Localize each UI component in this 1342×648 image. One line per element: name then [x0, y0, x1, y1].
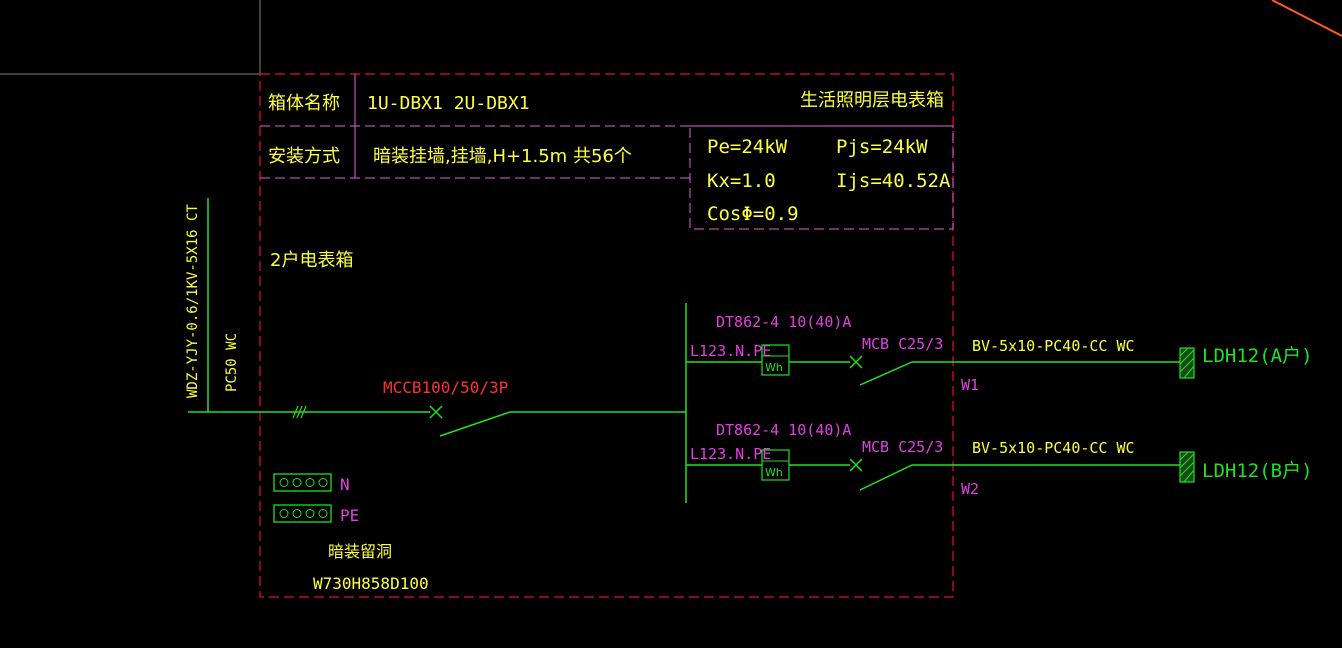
circuit-2-meter-symbol: Wh: [765, 466, 783, 479]
circuit-2-mcb-blade: [859, 464, 913, 491]
circuit-1-meter: DT862-4 10(40)A: [716, 313, 851, 331]
reserved-hole-size: W730H858D100: [313, 574, 429, 593]
box-label: 2户电表箱: [270, 250, 353, 271]
pe-terminal-label: PE: [340, 506, 359, 525]
circuit-1-phase: L123.N.PE: [690, 342, 771, 360]
circuit-1-mcb-blade: [859, 361, 913, 386]
circuit-2-mcb: MCB C25/3: [862, 438, 943, 456]
circuit-1-mcb: MCB C25/3: [862, 335, 943, 353]
box-title: 生活照明层电表箱: [800, 90, 944, 111]
install-value: 暗装挂墙,挂墙,H+1.5m 共56个: [373, 146, 632, 167]
param-pe: Pe=24kW: [707, 136, 788, 158]
circuit-1-cable: BV-5x10-PC40-CC WC: [972, 337, 1135, 355]
param-cos: CosΦ=0.9: [707, 203, 799, 225]
circuit-1: DT862-4 10(40)A L123.N.PE Wh MCB C25/3 B…: [686, 313, 1313, 394]
install-label: 安装方式: [268, 146, 340, 167]
circuit-2-meter: DT862-4 10(40)A: [716, 421, 851, 439]
pe-terminal-block: [273, 504, 332, 523]
main-breaker-label: MCCB100/50/3P: [383, 378, 508, 397]
corner-line: [1271, 0, 1342, 37]
circuit-1-meter-box: [761, 344, 790, 376]
circuit-2-cable: BV-5x10-PC40-CC WC: [972, 439, 1135, 457]
circuit-1-load: LDH12(A户): [1202, 345, 1313, 367]
param-kx: Kx=1.0: [707, 170, 776, 192]
param-ijs: Ijs=40.52A: [836, 170, 951, 192]
main-breaker-x: [429, 405, 443, 419]
box-name-label: 箱体名称: [268, 93, 340, 114]
box-frame: [259, 73, 954, 598]
three-phase-marks: [292, 405, 307, 419]
reserved-hole-label: 暗装留洞: [328, 542, 392, 561]
n-terminal-block: [273, 473, 332, 492]
circuit-2-load: LDH12(B户): [1202, 460, 1313, 482]
circuit-2-phase: L123.N.PE: [690, 445, 771, 463]
incoming-cable: WDZ-YJY-0.6/1KV-5X16 CT: [185, 204, 201, 398]
circuit-2-wire-id: W2: [961, 480, 979, 498]
params-box: [689, 125, 954, 230]
box-name-value: 1U-DBX1 2U-DBX1: [367, 93, 530, 114]
param-pjs: Pjs=24kW: [836, 136, 928, 158]
incoming-conduit: PC50 WC: [224, 333, 240, 392]
circuit-2: DT862-4 10(40)A L123.N.PE Wh MCB C25/3 B…: [686, 421, 1313, 498]
main-breaker-blade: [439, 411, 511, 437]
n-terminal-label: N: [340, 475, 350, 494]
circuit-1-meter-symbol: Wh: [765, 361, 783, 374]
circuit-1-wire-id: W1: [961, 376, 979, 394]
